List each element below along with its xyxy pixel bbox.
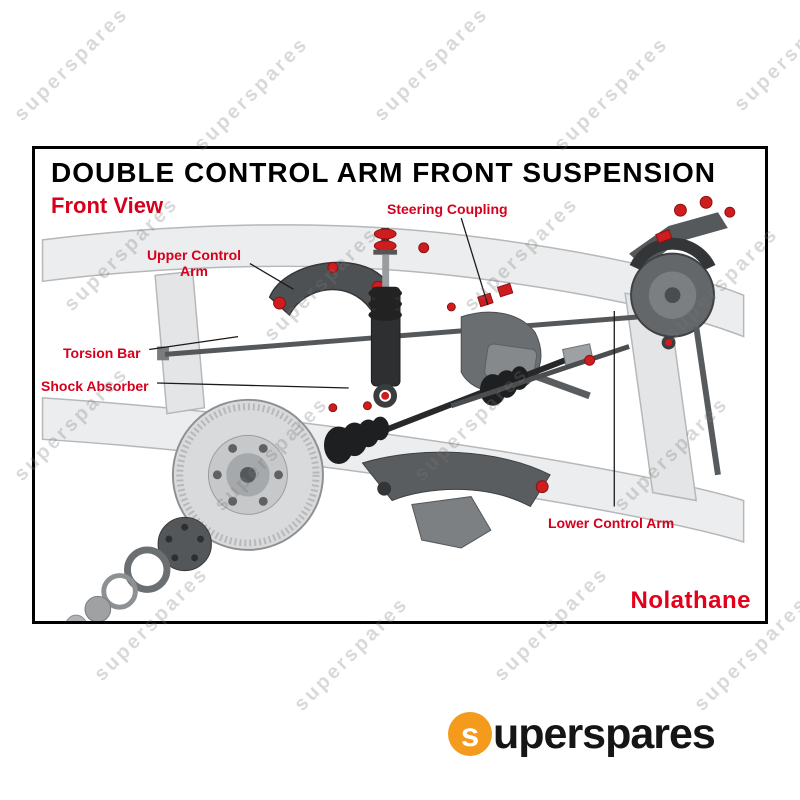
suspension-illustration <box>41 195 745 621</box>
diagram-subtitle: Front View <box>51 193 164 218</box>
diagram-inner: DOUBLE CONTROL ARM FRONT SUSPENSION Fron… <box>35 149 765 621</box>
watermark-text: superspares <box>190 32 314 156</box>
brake-rotor-part <box>171 398 324 551</box>
diagram-box: DOUBLE CONTROL ARM FRONT SUSPENSION Fron… <box>32 146 768 624</box>
tie-rod-part <box>450 344 630 409</box>
logo-s-circle: s <box>448 712 492 756</box>
watermark-text: superspares <box>550 32 674 156</box>
label-shock-absorber: Shock Absorber <box>41 378 149 394</box>
label-torsion-bar: Torsion Bar <box>63 345 141 361</box>
hub-exploded-parts <box>66 516 212 621</box>
shock-absorber-part <box>368 227 402 408</box>
torsion-bar-part <box>157 314 640 361</box>
right-hub-part <box>629 195 736 476</box>
nolathane-logo: Nolathane <box>630 587 751 614</box>
logo-text: uperspares <box>493 710 716 758</box>
watermark-text: superspares <box>10 2 134 126</box>
label-steering-coupling: Steering Coupling <box>387 201 508 217</box>
upper-control-arm-part <box>268 261 388 317</box>
label-upper-control-arm: Upper Control Arm <box>146 247 242 279</box>
watermark-text: superspares <box>730 0 800 116</box>
diagram-title: DOUBLE CONTROL ARM FRONT SUSPENSION <box>51 157 717 188</box>
superspares-logo: s uperspares <box>448 710 716 758</box>
watermark-text: superspares <box>370 2 494 126</box>
leader-lines <box>149 217 615 507</box>
label-lower-control-arm: Lower Control Arm <box>548 515 675 531</box>
bushing-red-parts <box>327 242 456 413</box>
lower-control-arm-part <box>361 451 551 549</box>
